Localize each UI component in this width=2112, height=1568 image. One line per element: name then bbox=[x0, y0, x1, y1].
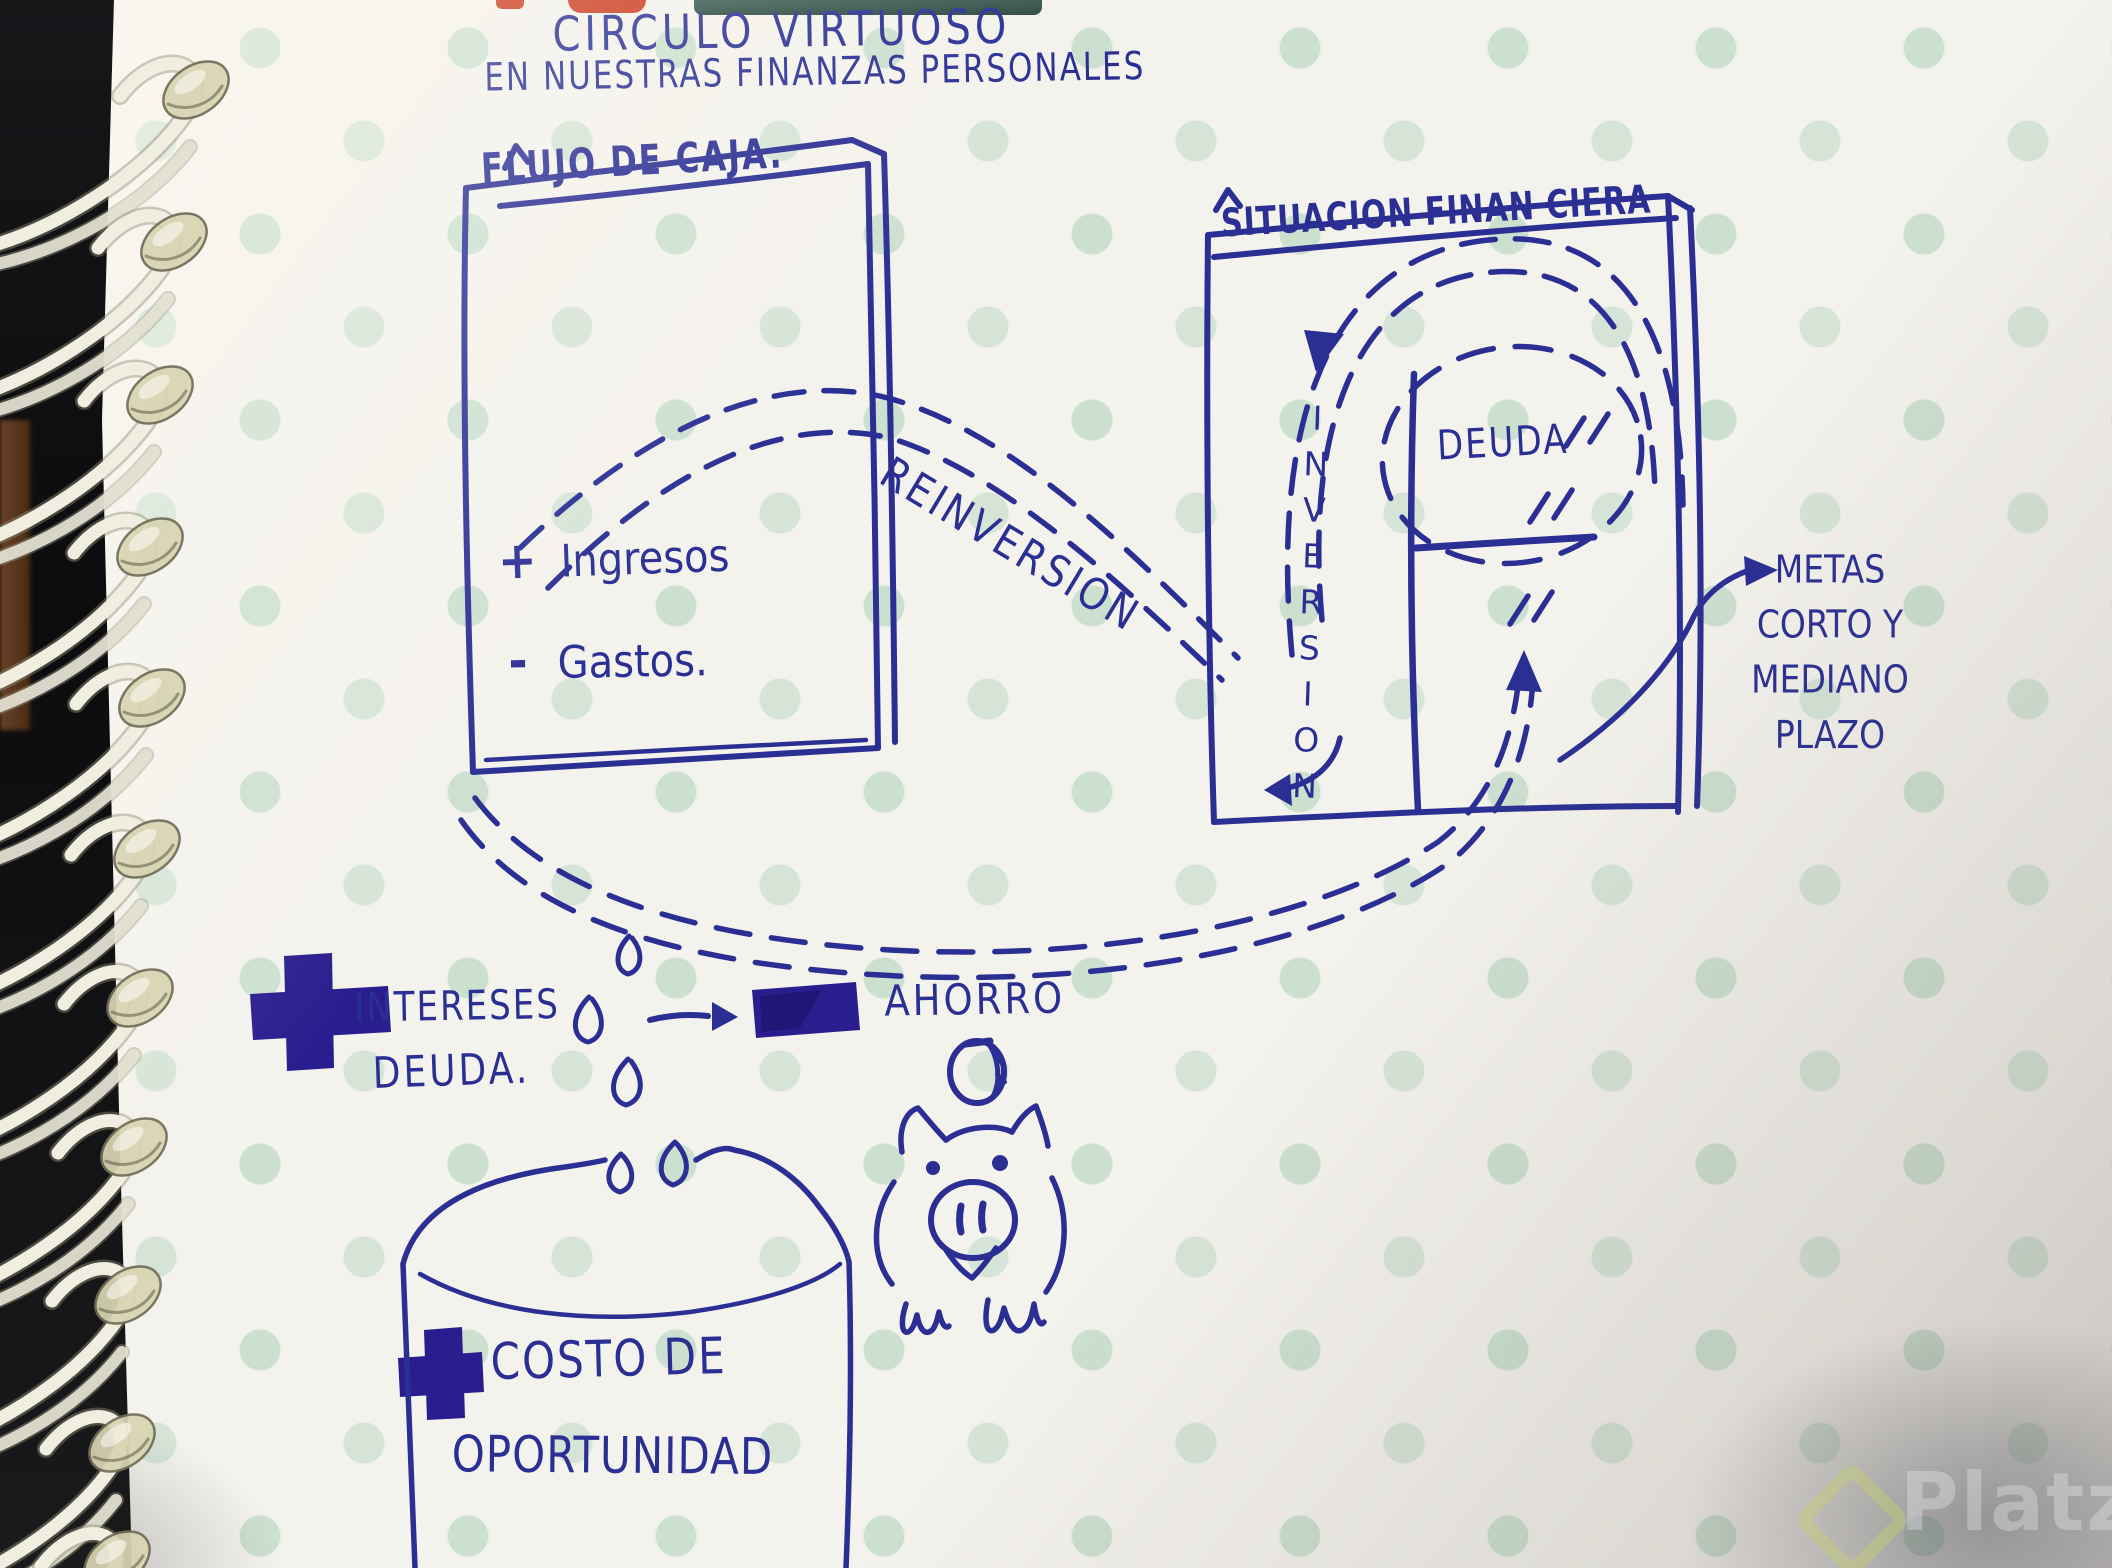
savings-label: AHORRO bbox=[883, 973, 1066, 1026]
goals-line1: METAS bbox=[1774, 546, 1886, 592]
interest-line1: INTERESES bbox=[353, 980, 561, 1033]
income-label: Ingresos bbox=[559, 530, 731, 588]
goals-block: METAS CORTO Y MEDIANO PLAZO bbox=[1732, 542, 1928, 763]
partial-red-logo-icon bbox=[496, 0, 524, 9]
debt-circle-sketch bbox=[1379, 343, 1645, 627]
cash-flow-box-sketch bbox=[461, 137, 898, 775]
expense-minus-sign: - bbox=[507, 630, 529, 692]
expense-row: -Gastos. bbox=[507, 630, 709, 692]
interest-line2: DEUDA. bbox=[371, 1044, 531, 1099]
watermark-logo-icon bbox=[1792, 1460, 1912, 1568]
arrow-right-icon bbox=[647, 1002, 738, 1031]
opportunity-line2: OPORTUNIDAD bbox=[451, 1424, 774, 1487]
partial-red-logo-icon bbox=[568, 0, 646, 13]
cycle-dashed-arrow bbox=[458, 650, 1542, 981]
expense-label: Gastos. bbox=[557, 635, 709, 690]
table-edge bbox=[0, 420, 30, 730]
minus-bar-icon bbox=[752, 982, 860, 1038]
debt-label: DEUDA bbox=[1435, 415, 1570, 471]
income-row: + Ingresos bbox=[496, 526, 731, 592]
plus-cross-icon bbox=[398, 1327, 484, 1420]
partial-teal-bar bbox=[694, 0, 1042, 15]
inversion-end-arrow bbox=[1264, 735, 1343, 806]
situation-box-sketch bbox=[1204, 187, 1704, 825]
piggy-bank-icon bbox=[873, 1103, 1067, 1336]
jar-container-icon bbox=[400, 1145, 854, 1568]
watermark-text: Platzi bbox=[1900, 1456, 2112, 1549]
water-drop-icon bbox=[572, 933, 689, 1195]
plus-cross-icon bbox=[250, 953, 391, 1071]
opportunity-line1: COSTO DE bbox=[489, 1326, 728, 1392]
f-shape-sketch bbox=[1407, 370, 1598, 814]
goals-line2: CORTO Y bbox=[1756, 601, 1904, 647]
goals-line4: PLAZO bbox=[1774, 712, 1886, 758]
income-plus-sign: + bbox=[496, 529, 538, 592]
goals-line3: MEDIANO bbox=[1751, 657, 1909, 702]
goals-arrow bbox=[1557, 556, 1778, 763]
watermark: Platzi bbox=[1792, 1452, 2112, 1568]
coin-icon bbox=[947, 1037, 1007, 1106]
reinvestment-dashed-arrow bbox=[517, 388, 1241, 683]
inversion-arc-arrow bbox=[1284, 236, 1686, 658]
